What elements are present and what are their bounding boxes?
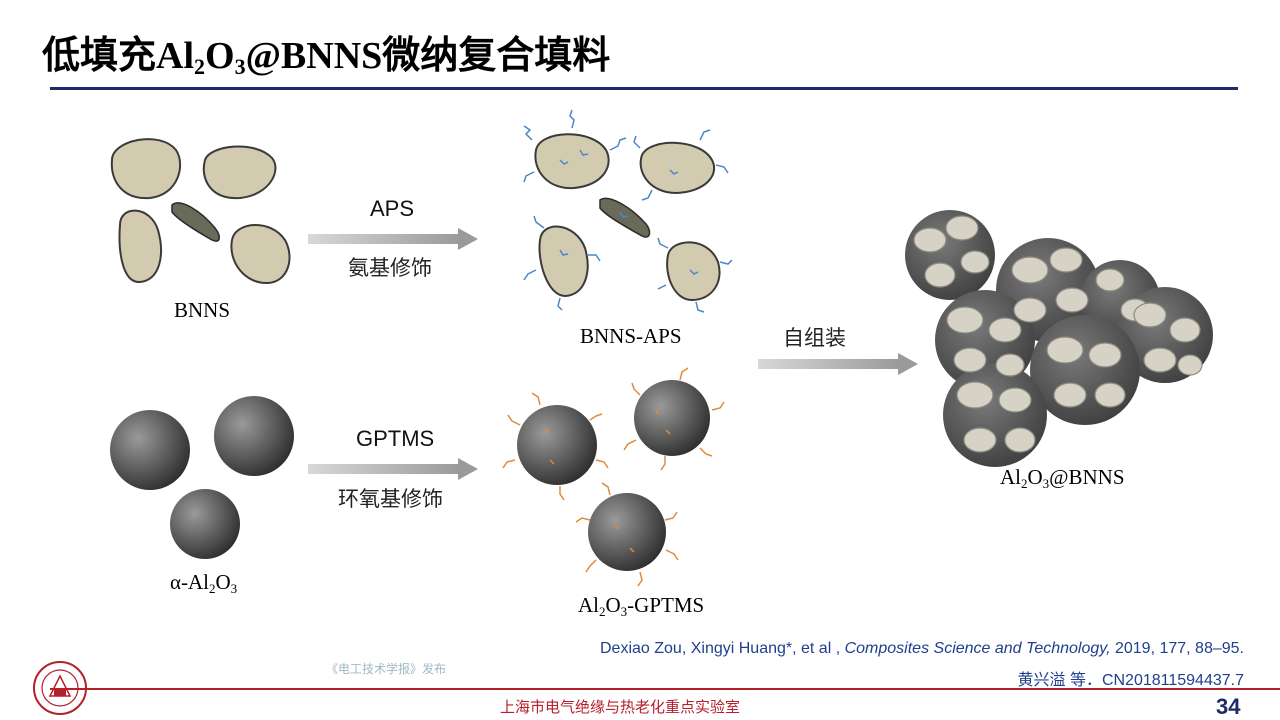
label-alumina: α-Al2O3 (170, 570, 238, 596)
label-alumina-gptms: Al2O3-GPTMS (578, 593, 705, 619)
label-product: Al2O3@BNNS (1000, 465, 1125, 491)
page-title: 低填充Al2O3@BNNS微纳复合填料 (42, 35, 611, 79)
step-gptms: GPTMS (356, 426, 435, 451)
gptms-arrow (308, 458, 478, 480)
reference-patent: 黄兴溢 等．CN201811594437.7 (1017, 672, 1245, 689)
aps-arrow (308, 228, 478, 250)
step-gptms-cn: 环氧基修饰 (338, 487, 443, 511)
watermark: 《电工技术学报》发布 (326, 662, 447, 676)
label-bnns: BNNS (174, 298, 231, 322)
bnns-aps-sheets (523, 109, 733, 313)
step-aps: APS (370, 196, 415, 221)
footer-lab-name: 上海市电气绝缘与热老化重点实验室 (500, 698, 741, 716)
reference-citation: Dexiao Zou, Xingyi Huang*, et al , Compo… (600, 640, 1244, 657)
step-aps-cn: 氨基修饰 (348, 256, 432, 280)
alumina-bnns-clusters (905, 210, 1213, 467)
label-bnns-aps: BNNS-APS (580, 324, 682, 348)
step-assembly-cn: 自组装 (783, 326, 846, 350)
page-number: 34 (1216, 694, 1241, 719)
alumina-spheres (110, 396, 294, 559)
footer-divider (50, 688, 1280, 690)
title-divider (50, 87, 1238, 90)
alumina-gptms-spheres (502, 367, 725, 587)
bnns-sheets (110, 138, 291, 285)
assembly-arrow (758, 353, 918, 375)
